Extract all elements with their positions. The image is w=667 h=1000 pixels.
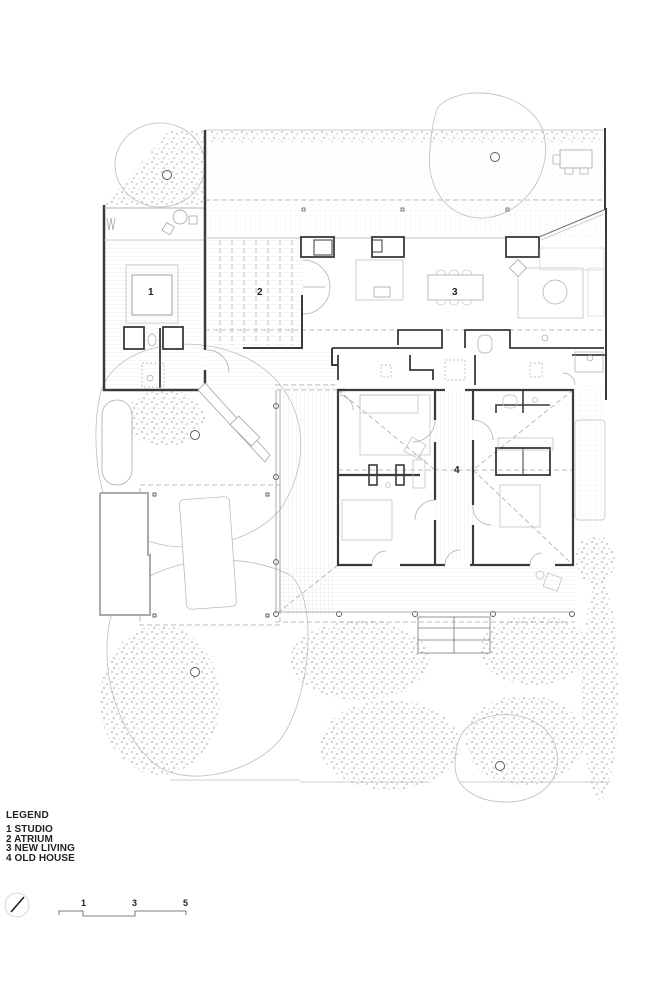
door-swings: [206, 349, 576, 566]
studio-building: [102, 130, 207, 392]
old-house-building: [336, 388, 575, 567]
legend-item-atrium: 2 ATRIUM: [6, 833, 53, 845]
landscape-foliage: [100, 130, 618, 800]
scale-bar: 1 3 5: [58, 898, 188, 917]
room-label-new-living: 3: [452, 287, 458, 298]
verandah-edge: [275, 390, 574, 614]
scale-tick-1: 1: [81, 898, 86, 908]
entry-steps: [417, 616, 491, 654]
tree-trunks: [162, 152, 505, 771]
scale-tick-5: 5: [183, 898, 188, 908]
scale-tick-3: 3: [132, 898, 137, 908]
north-arrow-icon: [4, 892, 30, 918]
legend-title: LEGEND: [6, 810, 49, 821]
room-label-old-house: 4: [454, 465, 460, 476]
legend-item-studio: 1 STUDIO: [6, 824, 53, 835]
legend-item-new-living: 3 NEW LIVING: [6, 843, 75, 855]
legend-item-old-house: 4 OLD HOUSE: [6, 852, 75, 864]
room-label-atrium: 2: [257, 287, 263, 298]
legend: LEGEND 1 STUDIO 2 ATRIUM 3 NEW LIVING 4 …: [6, 810, 75, 863]
old-house-furniture: [341, 394, 606, 592]
guide-lines: [170, 129, 610, 783]
room-label-studio: 1: [148, 287, 154, 298]
new-living-building: [205, 128, 607, 400]
west-garden: [99, 382, 271, 616]
